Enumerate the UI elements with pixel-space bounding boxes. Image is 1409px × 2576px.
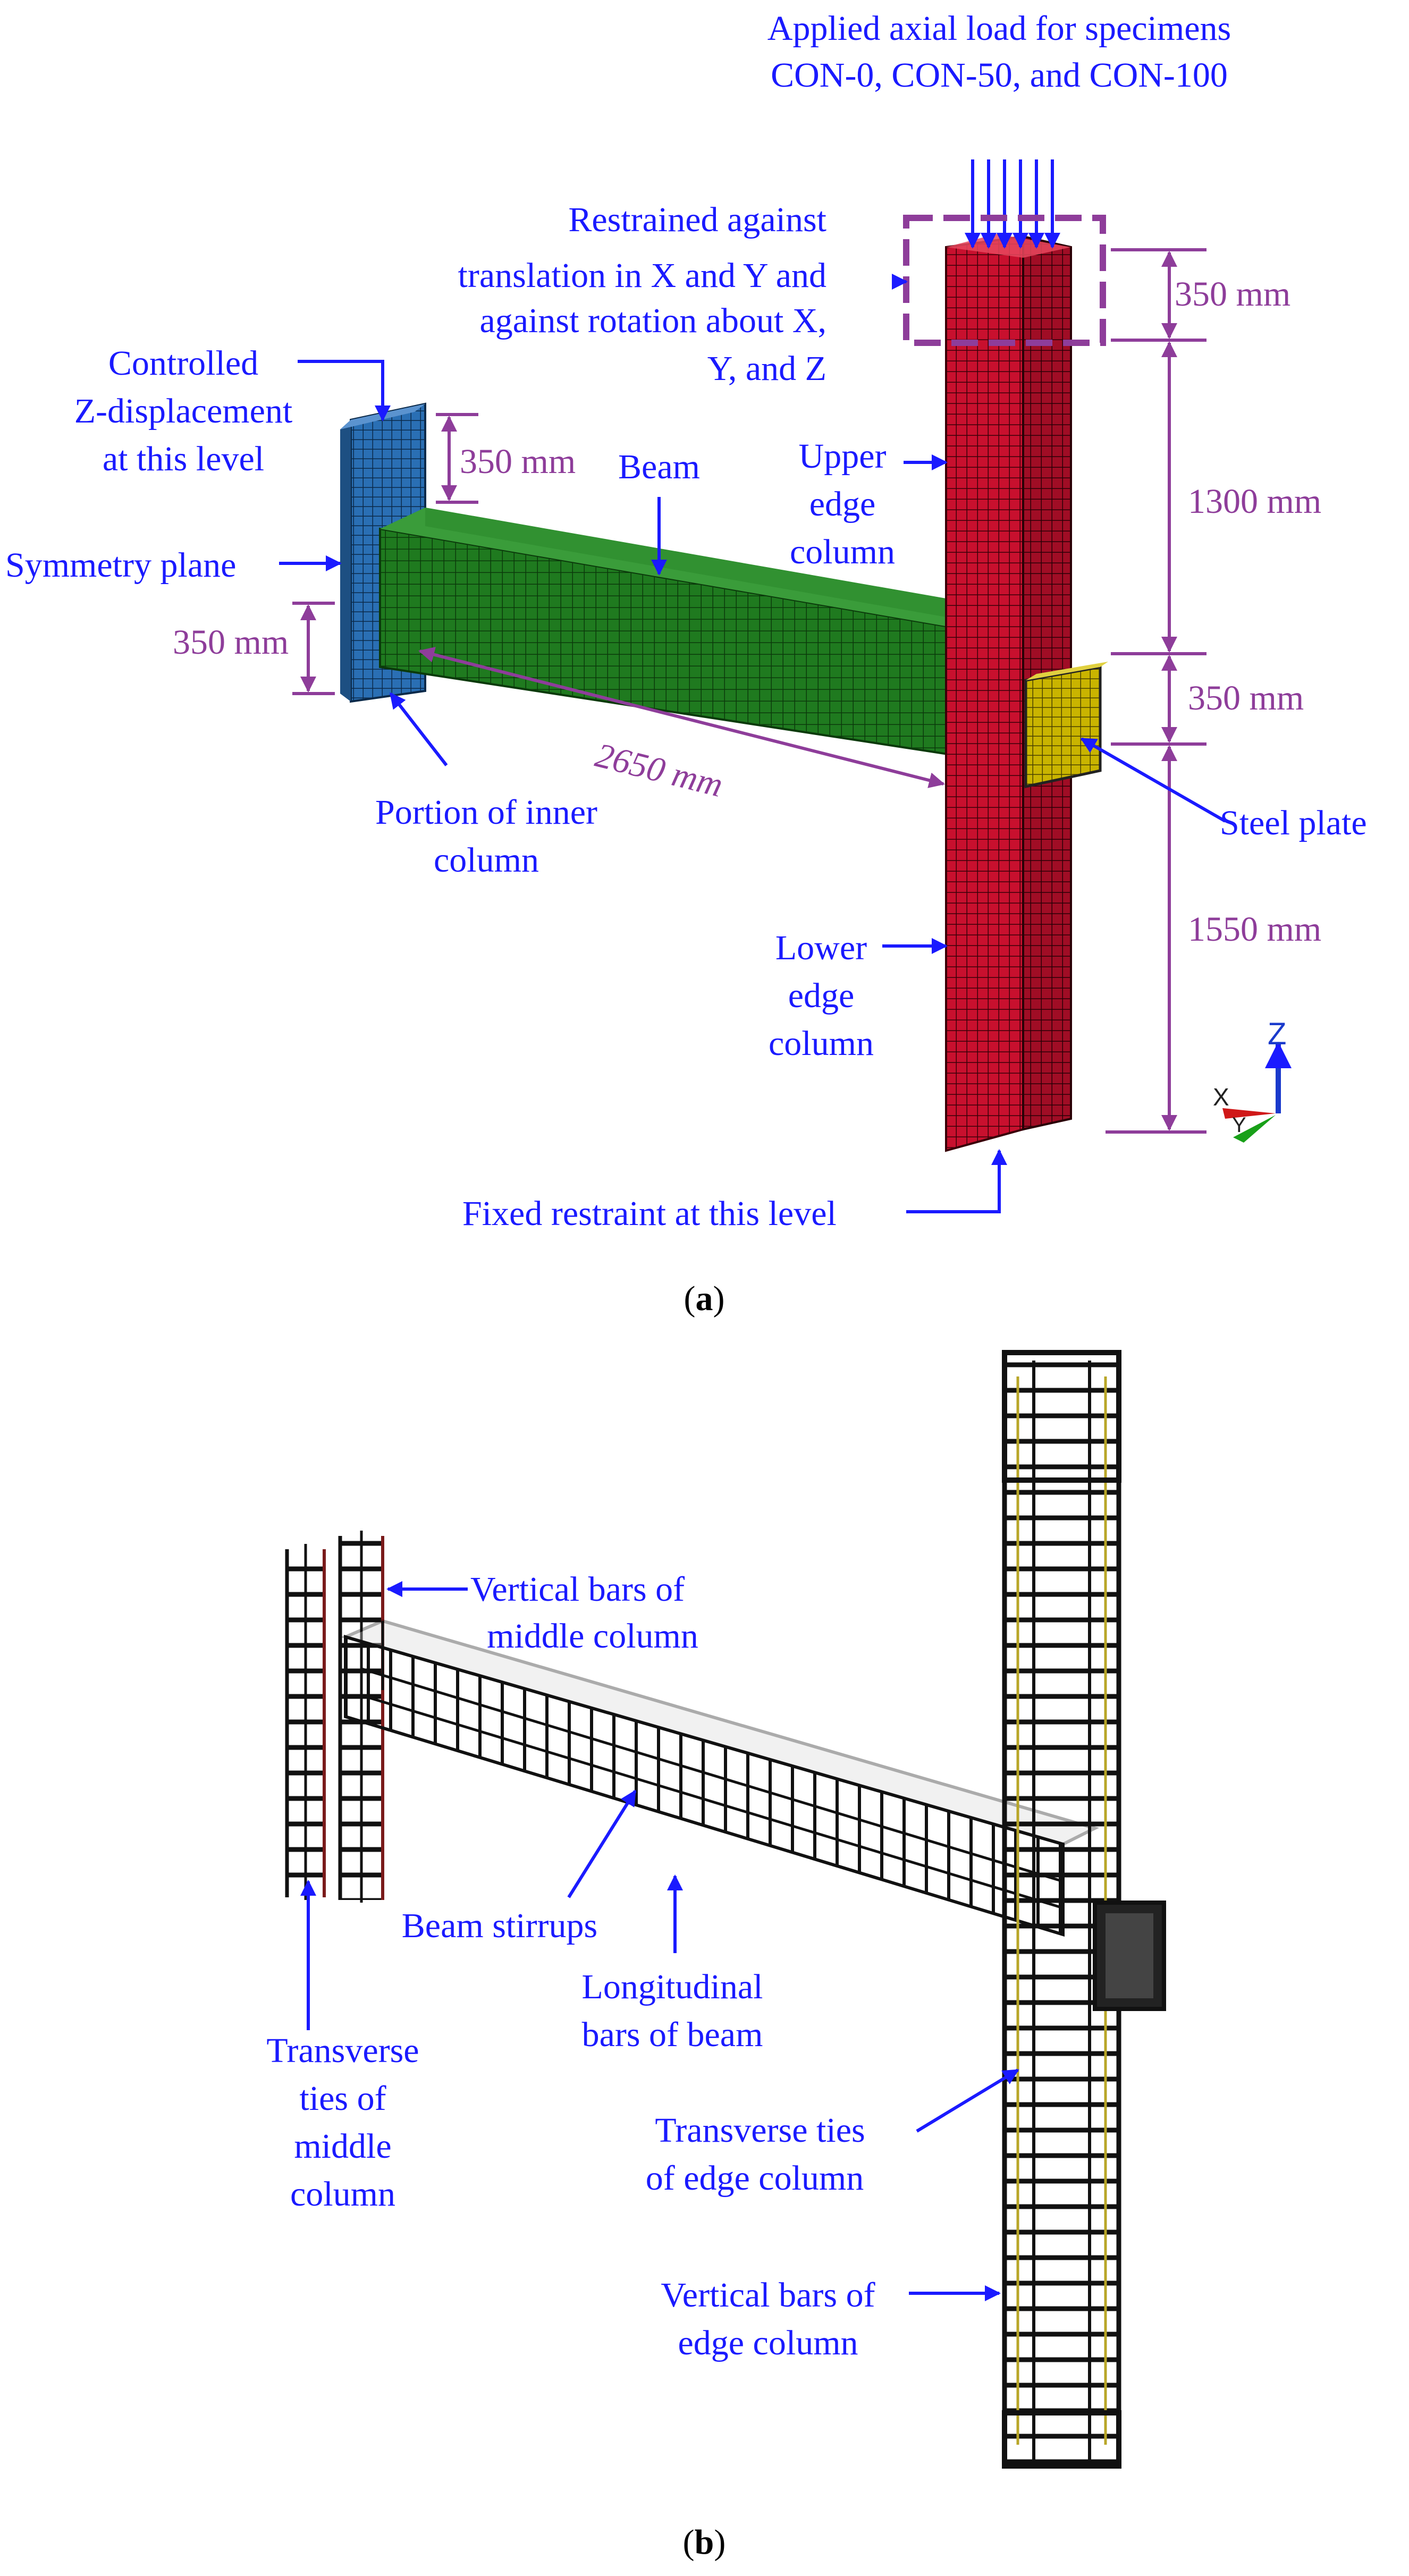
- longitudinal-bars-label-1: Longitudinal: [582, 1967, 763, 2006]
- restrain-label-2: translation in X and Y and: [458, 256, 826, 295]
- inner-column-dimensions: [292, 413, 945, 788]
- transverse-ties-middle-label-3: middle: [294, 2127, 391, 2166]
- panel-a-leaders: [279, 274, 1226, 1213]
- upper-edge-label-3: column: [790, 533, 895, 571]
- edge-column-dimensions: [1106, 248, 1206, 1134]
- load-label-1: Applied axial load for specimens: [767, 9, 1231, 48]
- load-label-2: CON-0, CON-50, and CON-100: [771, 56, 1228, 95]
- dim-350-top: 350 mm: [1175, 275, 1290, 314]
- transverse-ties-middle-label-4: column: [290, 2175, 395, 2214]
- restrain-label-1: Restrained against: [568, 200, 826, 239]
- upper-edge-label-1: Upper: [799, 437, 887, 476]
- controlled-label-2: Z-displacement: [74, 392, 293, 430]
- axis-y-label: Y: [1232, 1113, 1246, 1137]
- lower-edge-label-3: column: [769, 1024, 874, 1063]
- vertical-bars-edge-label-1: Vertical bars of: [661, 2276, 875, 2315]
- steel-plate-mesh: [1024, 662, 1108, 789]
- dim-350-mid: 350 mm: [1188, 679, 1304, 717]
- controlled-label-1: Controlled: [108, 344, 258, 383]
- axis-triad: Z X Y: [1213, 1017, 1292, 1143]
- inner-column-label-2: column: [434, 841, 539, 880]
- inner-column-label-1: Portion of inner: [375, 793, 597, 832]
- fixed-restraint-label: Fixed restraint at this level: [462, 1194, 837, 1233]
- dim-1300: 1300 mm: [1188, 482, 1321, 521]
- transverse-ties-middle-label-2: ties of: [299, 2079, 386, 2118]
- panel-b: Vertical bars of middle column Beam stir…: [266, 1350, 1166, 2562]
- controlled-label-3: at this level: [103, 440, 264, 478]
- symmetry-plane-label: Symmetry plane: [5, 546, 236, 585]
- panel-b-leaders: [300, 1581, 1019, 2301]
- longitudinal-bars-label-2: bars of beam: [582, 2015, 763, 2054]
- transverse-ties-edge-label-1: Transverse ties: [655, 2111, 865, 2150]
- steel-plate-label: Steel plate: [1220, 804, 1367, 842]
- transverse-ties-middle-label-1: Transverse: [266, 2031, 419, 2070]
- beam-label: Beam: [618, 447, 700, 486]
- caption-b: (b): [683, 2523, 726, 2562]
- restrain-label-4: Y, and Z: [707, 349, 826, 388]
- axial-load-arrows: [965, 159, 1060, 249]
- vertical-bars-edge-label-2: edge column: [678, 2324, 858, 2362]
- vertical-bars-middle-label-1: Vertical bars of: [470, 1570, 685, 1609]
- beam-stirrups-label: Beam stirrups: [402, 1906, 597, 1945]
- axis-z-label: Z: [1268, 1017, 1286, 1051]
- dim-350-inner-bottom: 350 mm: [173, 623, 289, 662]
- dim-2650: 2650 mm: [592, 736, 727, 805]
- edge-column-cage: [1002, 1350, 1166, 2469]
- upper-edge-label-2: edge: [809, 485, 876, 523]
- beam-cage: [341, 1619, 1100, 1937]
- axis-x-label: X: [1213, 1083, 1229, 1111]
- restrain-label-3: against rotation about X,: [479, 301, 826, 340]
- panel-a: Z X Y Applied axial load for specimens C…: [5, 9, 1367, 1318]
- lower-edge-label-2: edge: [788, 976, 855, 1015]
- caption-a: (a): [684, 1279, 725, 1318]
- lower-edge-label-1: Lower: [775, 928, 867, 967]
- vertical-bars-middle-label-2: middle column: [487, 1617, 698, 1656]
- dim-1550: 1550 mm: [1188, 910, 1321, 949]
- dim-350-inner-top: 350 mm: [460, 442, 576, 481]
- transverse-ties-edge-label-2: of edge column: [646, 2159, 864, 2198]
